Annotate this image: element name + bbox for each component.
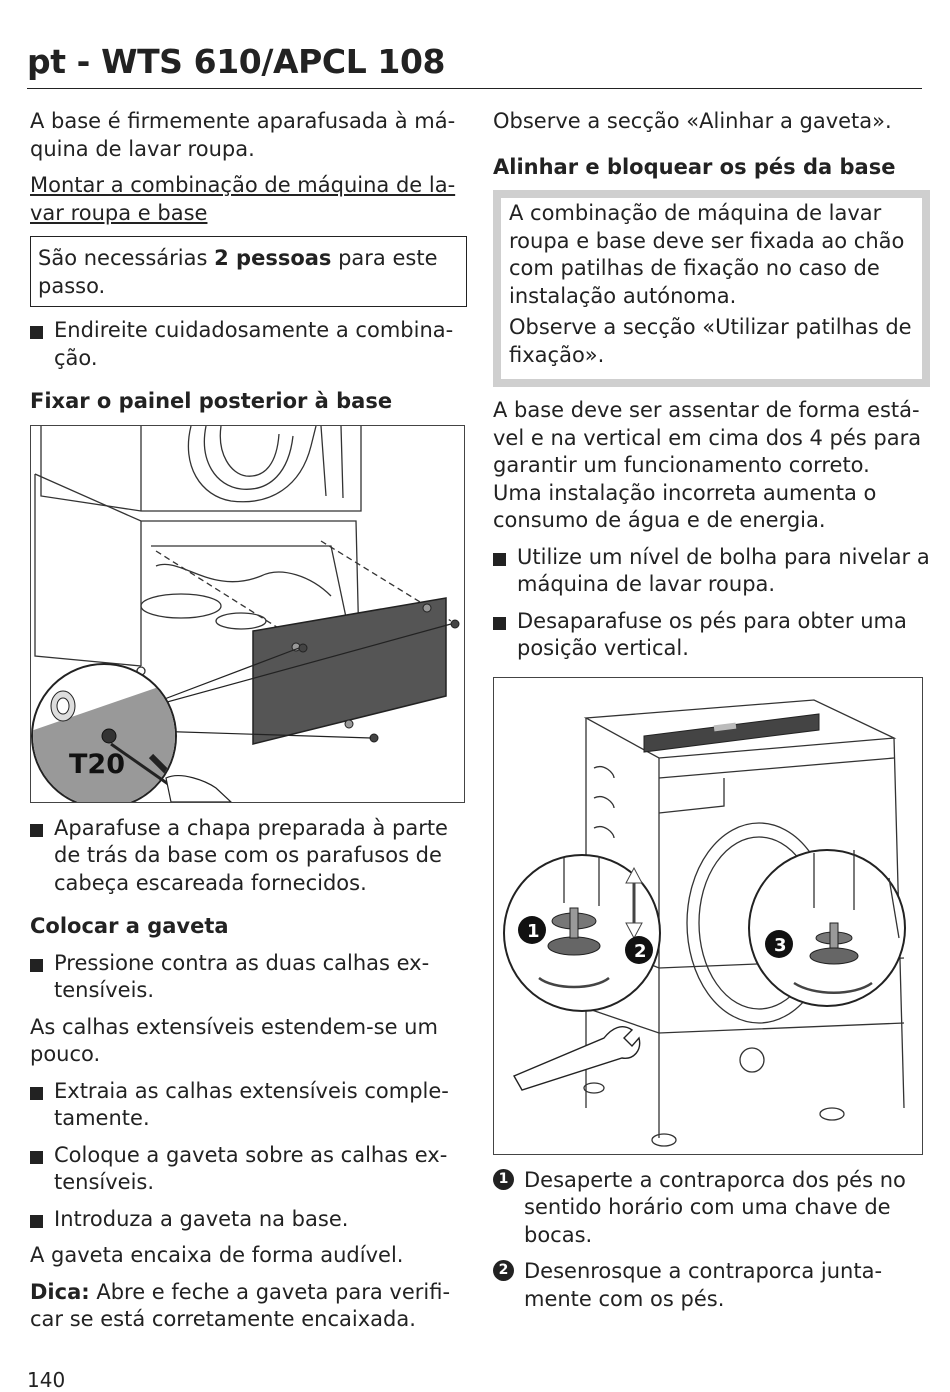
bullet-straighten: Endireite cuidadosamente a combina- ção. <box>30 317 467 372</box>
bullet-unscrew-feet: Desaparafuse os pés para obter uma posiç… <box>493 608 930 663</box>
stability-text: A base deve ser assentar de forma está- … <box>493 398 922 532</box>
people-note-box: São necessárias 2 pessoas para este pass… <box>30 236 467 307</box>
bullet-text: Introduza a gaveta na base. <box>54 1206 349 1231</box>
step-2-badge: 2 <box>493 1260 514 1281</box>
warning-text-1: A combinação de máquina de lavar roupa e… <box>509 201 905 308</box>
bullet-screw-plate: Aparafuse a chapa preparada à parte de t… <box>30 815 467 898</box>
step-2-text: Desenrosque a contraporca junta- mente c… <box>524 1259 883 1311</box>
page-title: pt - WTS 610/APCL 108 <box>27 42 446 81</box>
heading-align-feet: Alinhar e bloquear os pés da base <box>493 154 896 179</box>
tip-body: Abre e feche a gaveta para verifi- car s… <box>30 1279 451 1332</box>
figure-level-feet: 1 2 3 <box>493 676 923 1155</box>
figure-rear-panel: T20 <box>30 424 465 803</box>
tip-text: Dica: Abre e feche a gaveta para verifi-… <box>30 1279 467 1334</box>
bullet-text: Coloque a gaveta sobre as calhas ex- ten… <box>54 1142 448 1195</box>
bullet-extend-rails: Extraia as calhas extensíveis comple- ta… <box>30 1078 467 1133</box>
level-feet-illustration: 1 2 3 <box>503 698 906 1147</box>
bullet-text: Extraia as calhas extensíveis comple- ta… <box>54 1078 449 1131</box>
bullet-text: Desaparafuse os pés para obter uma posiç… <box>517 608 907 661</box>
bullet-place-drawer: Coloque a gaveta sobre as calhas ex- ten… <box>30 1142 467 1197</box>
note-text-post: para este passo. <box>38 246 438 298</box>
bullet-insert-drawer: Introduza a gaveta na base. <box>30 1206 467 1234</box>
right-column: Observe a secção «Alinhar a gaveta». Ali… <box>493 108 930 1322</box>
heading-fix-panel: Fixar o painel posterior à base <box>30 389 393 413</box>
step-1-text: Desaperte a contraporca dos pés no senti… <box>524 1167 906 1247</box>
bullet-spirit-level: Utilize um nível de bolha para nivelar a… <box>493 544 930 599</box>
note-text-pre: São necessárias <box>38 246 215 270</box>
torx-label: T20 <box>69 749 125 780</box>
tip-label: Dica: <box>30 1279 90 1304</box>
warning-text-2: Observe a secção «Utilizar patilhas de f… <box>509 315 912 367</box>
bullet-press-rails: Pressione contra as duas calhas ex- tens… <box>30 950 467 1005</box>
step-1: 1 Desaperte a contraporca dos pés no sen… <box>493 1167 930 1250</box>
step-1-badge: 1 <box>493 1168 514 1190</box>
callout-2: 2 <box>634 941 647 962</box>
observe-align-text: Observe a secção «Alinhar a gaveta». <box>493 109 892 133</box>
callout-3: 3 <box>774 935 787 956</box>
heading-place-drawer: Colocar a gaveta <box>30 914 229 938</box>
callout-1: 1 <box>527 921 540 942</box>
bullet-text: Aparafuse a chapa preparada à parte de t… <box>54 815 448 895</box>
note-text-bold: 2 pessoas <box>214 246 332 270</box>
section-title-assemble: Montar a combinação de máquina de la- va… <box>30 173 456 225</box>
drawer-click-text: A gaveta encaixa de forma audível. <box>30 1243 404 1267</box>
warning-box: A combinação de máquina de lavar roupa e… <box>493 190 930 387</box>
rear-panel-illustration: T20 <box>31 425 460 802</box>
rails-extend-text: As calhas extensíveis estendem-se um pou… <box>30 1014 438 1067</box>
bullet-text: Endireite cuidadosamente a combina- ção. <box>54 318 454 370</box>
page-number: 140 <box>27 1368 66 1392</box>
bullet-text: Utilize um nível de bolha para nivelar a… <box>517 544 930 597</box>
page-header: pt - WTS 610/APCL 108 <box>27 40 922 89</box>
bullet-text: Pressione contra as duas calhas ex- tens… <box>54 950 430 1003</box>
intro-text: A base é firmemente aparafusada à má- qu… <box>30 109 456 161</box>
left-column: A base é firmemente aparafusada à má- qu… <box>30 108 467 1343</box>
step-2: 2 Desenrosque a contraporca junta- mente… <box>493 1258 930 1313</box>
